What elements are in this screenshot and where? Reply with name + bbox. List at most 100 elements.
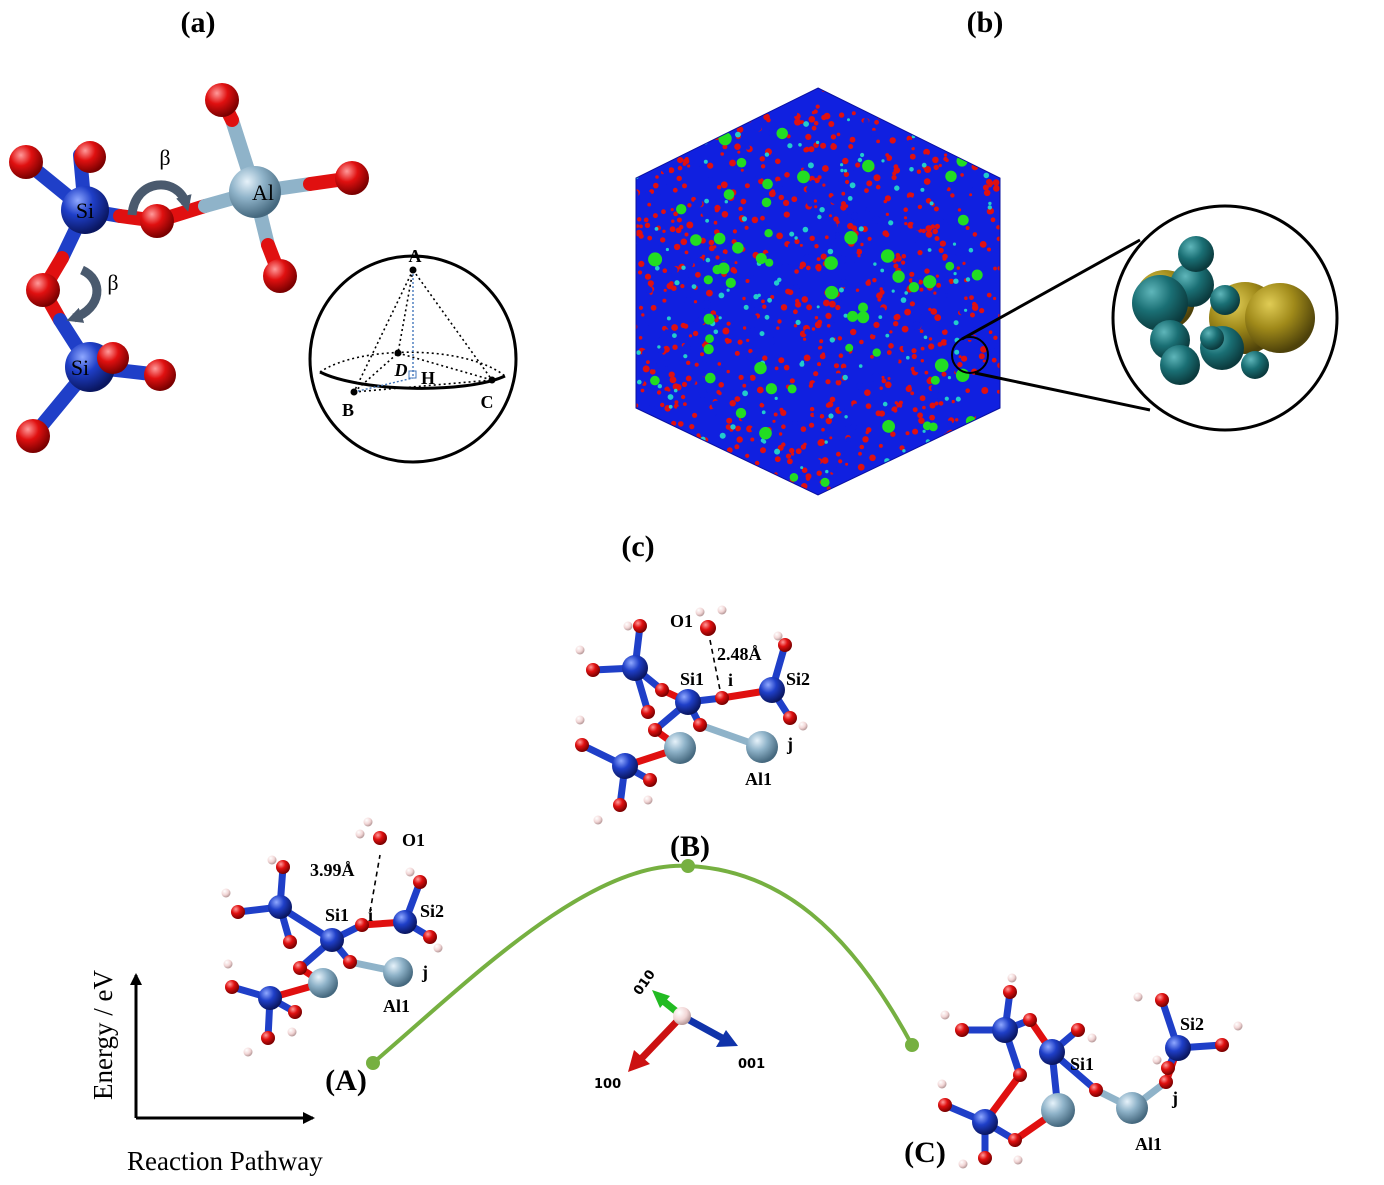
cluster-atom [682, 143, 687, 149]
cluster-atom [843, 91, 848, 96]
cluster-atom [668, 134, 674, 140]
cluster-atom [685, 441, 691, 447]
cluster-atom [636, 408, 639, 414]
axis-label-001: 001 [738, 1057, 765, 1072]
cluster-atom [865, 280, 871, 286]
cluster-atom [881, 480, 888, 487]
cluster-atom [687, 203, 692, 208]
cluster-atom [667, 89, 672, 94]
cluster-atom [835, 436, 841, 441]
cluster-atom [799, 261, 807, 268]
cluster-atom [735, 425, 741, 432]
cluster-atom [705, 334, 714, 344]
cluster-atom [701, 456, 706, 461]
cluster-atom [717, 88, 723, 95]
cluster-atom [830, 88, 836, 92]
cluster-atom [774, 456, 781, 463]
cluster-atom [946, 420, 953, 426]
y-axis-label: Energy / eV [88, 970, 118, 1100]
cluster-atom [930, 461, 937, 468]
cluster-atom [903, 216, 908, 220]
cluster-atom [636, 113, 639, 117]
cluster-atom [663, 481, 670, 488]
cluster-atom [728, 88, 735, 91]
cluster-atom [651, 108, 657, 114]
cluster-atom [1007, 144, 1012, 149]
structure-c: Si1 Si2 j Al1 [937, 973, 1243, 1169]
cluster-atom [870, 130, 877, 137]
cluster-atom [944, 396, 949, 401]
cluster-atom [897, 108, 906, 117]
cluster-atom [658, 428, 663, 432]
cluster-atom [737, 339, 743, 345]
cluster-atom [904, 222, 908, 226]
cluster-atom [912, 458, 919, 464]
cluster-atom [889, 330, 893, 334]
cluster-atom [1005, 234, 1013, 242]
cluster-atom [685, 144, 691, 149]
cluster-atom [822, 165, 829, 172]
cluster-atom [915, 122, 920, 127]
cluster-atom [840, 163, 844, 167]
cluster-atom [734, 261, 738, 265]
cluster-atom [787, 348, 794, 355]
state-point-b [681, 859, 695, 873]
cluster-atom [1004, 301, 1010, 307]
cluster-atom [914, 466, 919, 472]
cluster-atom [642, 458, 650, 466]
cluster-atom [719, 432, 726, 439]
cluster-atom [909, 271, 915, 277]
atom-label-si2: Si2 [420, 901, 444, 921]
cluster-atom [985, 108, 994, 117]
cluster-atom [652, 213, 658, 219]
cluster-atom [693, 198, 703, 208]
cluster-atom [695, 271, 701, 278]
cluster-atom [650, 437, 658, 445]
cluster-atom [636, 354, 639, 362]
cluster-atom [900, 489, 905, 493]
cluster-atom [827, 491, 833, 495]
cluster-atom [681, 425, 690, 434]
cluster-atom [1002, 280, 1009, 287]
cluster-atom [742, 296, 746, 301]
cluster-atom [956, 266, 960, 270]
cluster-atom [742, 487, 749, 494]
cluster-atom [951, 96, 955, 100]
cluster-atom [802, 254, 812, 263]
cluster-atom [869, 454, 876, 462]
cluster-atom [1001, 475, 1008, 482]
cluster-atom [668, 432, 674, 437]
cluster-atom [654, 140, 658, 144]
cluster-atom [768, 190, 776, 198]
cluster-atom [1001, 275, 1004, 278]
cluster-atom [922, 421, 932, 431]
cluster-atom [986, 208, 993, 215]
cluster-atom [657, 460, 666, 469]
tetrahedron-sphere-diagram: A B C D H [308, 246, 518, 464]
cluster-atom [911, 146, 915, 151]
cluster-atom [871, 372, 881, 382]
cluster-atom [842, 157, 849, 165]
cluster-atom [932, 156, 939, 164]
cluster-atom [922, 429, 926, 433]
cluster-atom [952, 455, 958, 461]
cluster-atom [662, 298, 667, 303]
cluster-atom [636, 410, 637, 415]
cluster-atom [726, 369, 730, 374]
cluster-atom [697, 126, 705, 134]
cluster-atom [759, 331, 765, 337]
cluster-atom [713, 245, 717, 249]
cluster-atom [935, 456, 944, 464]
cluster-atom [685, 105, 690, 109]
cluster-atom [713, 232, 726, 245]
cluster-atom [1002, 87, 1007, 92]
cluster-atom [686, 221, 694, 229]
cluster-atom [889, 137, 896, 144]
cluster-atom [857, 254, 861, 258]
cluster-atom [750, 381, 759, 389]
cluster-atom [648, 448, 652, 453]
cluster-atom [870, 354, 874, 359]
cluster-atom [901, 325, 909, 333]
atom-label-si1: Si1 [680, 669, 704, 689]
atom-label-al: Al [252, 180, 274, 205]
